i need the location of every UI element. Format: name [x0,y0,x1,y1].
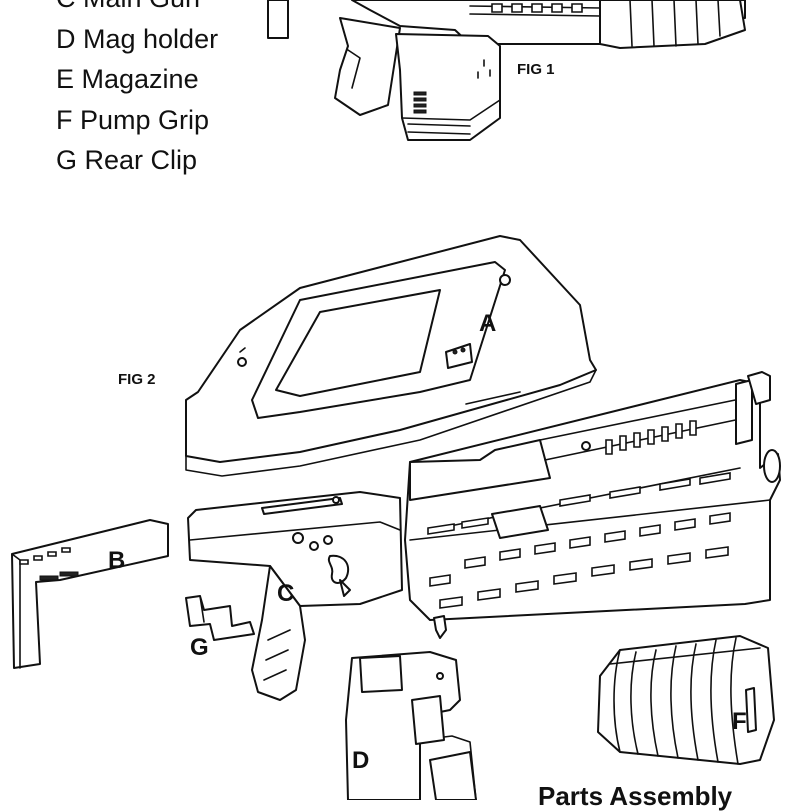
main-receiver-handguard [404,371,781,639]
part-f-pump-grip [597,635,775,765]
parts-legend: C Main Gun D Mag holder E Magazine F Pum… [56,0,218,181]
legend-item-e: E Magazine [56,64,199,94]
part-label-c: C [277,580,295,607]
legend-item-g: G Rear Clip [56,145,198,175]
legend-item-d: D Mag holder [56,23,219,54]
legend-item-c: C Main Gun [56,0,218,19]
part-label-g: G [190,634,209,661]
part-label-a: A [479,310,497,337]
part-c-main-gun [187,491,403,701]
figure-2-label: FIG 2 [118,371,156,388]
figure-1-label: FIG 1 [517,61,555,78]
part-label-f: F [732,708,747,735]
fig1-assembled-weapon [267,0,746,141]
part-label-d: D [352,747,370,774]
part-b-stock [11,519,169,669]
part-d-mag-holder [345,651,477,800]
part-a-top-cover [185,235,597,477]
parts-assembly-heading: Parts Assembly [538,781,733,811]
part-g-rear-clip [185,595,255,641]
part-label-b: B [108,547,126,574]
legend-item-f: F Pump Grip [56,104,210,135]
